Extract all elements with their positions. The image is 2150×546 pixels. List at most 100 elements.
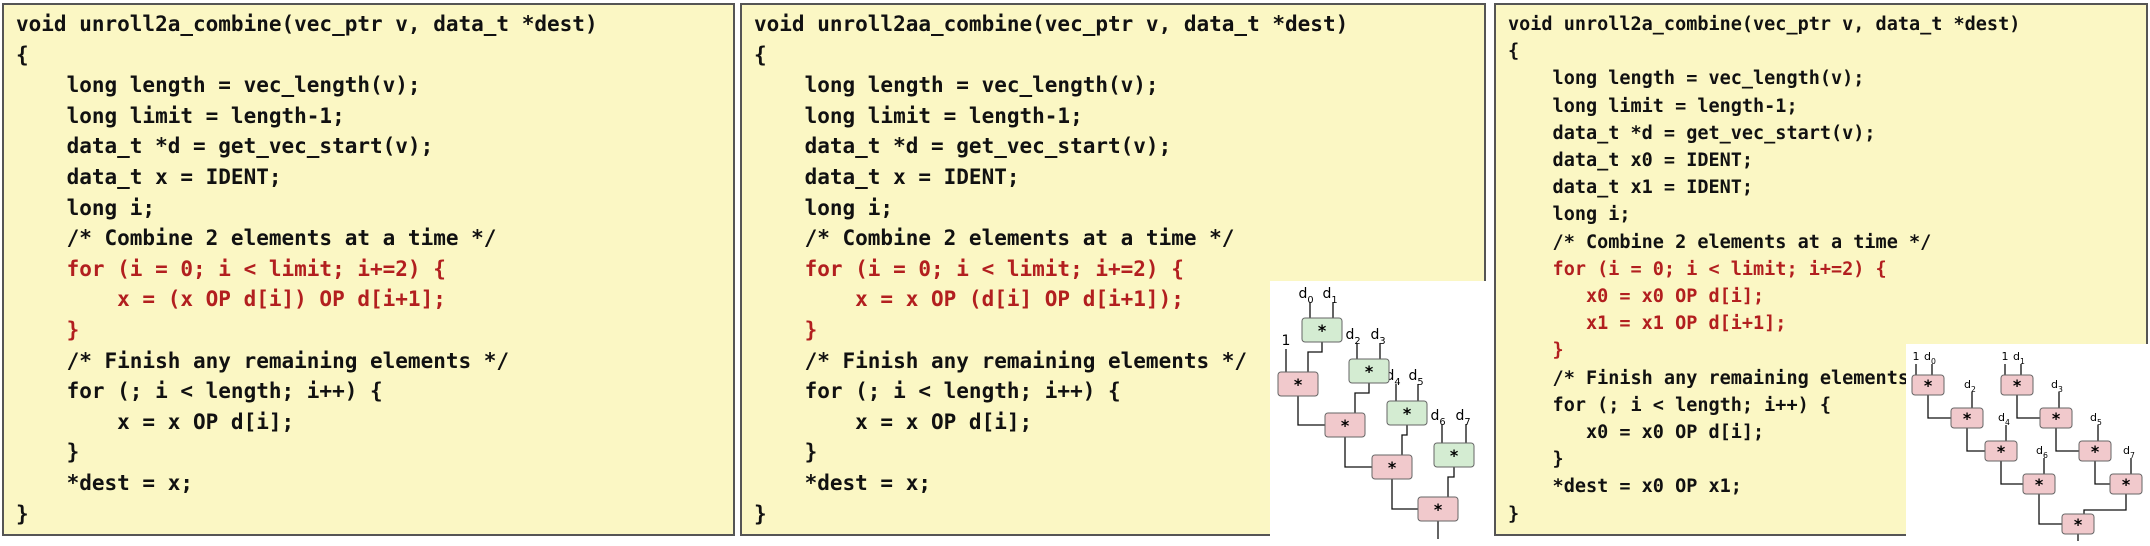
op-node — [1433, 442, 1475, 468]
input-label-name: d — [2090, 411, 2097, 424]
code-line: x = x OP (d[i] OP d[i+1]); — [754, 287, 1184, 312]
code-line: { — [16, 42, 29, 67]
input-label-subscript: 6 — [1439, 417, 1445, 428]
op-node — [1984, 440, 2018, 462]
op-node-label: * — [1341, 416, 1350, 435]
input-label-name: d — [1430, 408, 1439, 424]
input-label-name: d — [1408, 368, 1417, 384]
identity-label: 1 — [1913, 350, 1920, 363]
code-line: /* Combine 2 elements at a time */ — [1508, 231, 1932, 253]
code-block: void unroll2a_combine(vec_ptr v, data_t … — [1508, 11, 2020, 528]
code-line: /* Combine 2 elements at a time */ — [754, 226, 1235, 251]
code-line: x = (x OP d[i]) OP d[i+1]; — [16, 287, 446, 312]
code-line: data_t *d = get_vec_start(v); — [16, 134, 434, 159]
input-label: d4 — [1998, 411, 2010, 427]
input-label-subscript: 2 — [1971, 385, 1976, 394]
code-line: long limit = length-1; — [1508, 95, 1798, 117]
code-line: data_t *d = get_vec_start(v); — [754, 134, 1172, 159]
input-label: d6 — [1430, 408, 1445, 428]
input-label: d2 — [1964, 378, 1976, 394]
code-line: data_t x1 = IDENT; — [1508, 177, 1754, 199]
code-line: long length = vec_length(v); — [754, 73, 1159, 98]
op-node-label: * — [2052, 409, 2061, 428]
code-line: /* Finish any remaining elements */ — [754, 348, 1248, 373]
flow-arrow — [1447, 467, 1455, 497]
flow-arrow — [1297, 396, 1325, 426]
code-line: *dest = x; — [16, 470, 194, 495]
input-label: d2 — [1345, 327, 1360, 347]
op-node-label: * — [1403, 404, 1412, 423]
input-label-name: d — [2051, 378, 2058, 391]
input-label-subscript: 5 — [1417, 377, 1423, 388]
code-line: } — [1508, 340, 1564, 362]
flow-arrow — [1401, 425, 1408, 455]
flow-arrow — [1344, 437, 1372, 468]
code-line: { — [1508, 41, 1520, 63]
code-line: void unroll2a_combine(vec_ptr v, data_t … — [16, 12, 598, 36]
code-block: void unroll2a_combine(vec_ptr v, data_t … — [16, 9, 598, 529]
code-line: long i; — [1508, 204, 1631, 226]
op-node-label: * — [1924, 376, 1933, 395]
op-node — [1911, 374, 1945, 396]
input-label-subscript: 6 — [2043, 451, 2048, 460]
flow-arrow — [1354, 383, 1370, 413]
op-node — [2078, 440, 2112, 462]
code-line: x1 = x1 OP d[i+1]; — [1508, 313, 1787, 335]
input-label: d1 — [2013, 350, 2025, 366]
flow-arrow — [1391, 479, 1418, 510]
input-label-name: d — [2013, 350, 2020, 363]
input-label-subscript: 4 — [1394, 377, 1400, 388]
op-node-label: * — [1450, 446, 1459, 465]
input-label: d5 — [2090, 411, 2102, 427]
op-node — [1277, 371, 1319, 397]
code-line: data_t *d = get_vec_start(v); — [1508, 122, 1876, 144]
code-block: void unroll2aa_combine(vec_ptr v, data_t… — [754, 9, 1348, 529]
input-label: d4 — [1385, 368, 1400, 388]
code-line: x = x OP d[i]; — [16, 409, 295, 434]
input-label-name: d — [1370, 327, 1379, 343]
code-line: long limit = length-1; — [16, 103, 345, 128]
op-node — [2039, 407, 2073, 429]
flow-arrow — [2038, 494, 2062, 525]
code-line: *dest = x0 OP x1; — [1508, 476, 1742, 498]
op-node — [1371, 454, 1413, 480]
op-node — [2022, 473, 2056, 495]
input-label: d3 — [2051, 378, 2063, 394]
input-label-subscript: 3 — [1379, 336, 1385, 347]
input-label: d0 — [1924, 350, 1936, 366]
flow-arrow — [1307, 342, 1323, 372]
flow-arrow — [2000, 461, 2023, 485]
input-label: d3 — [1370, 327, 1385, 347]
code-line: data_t x = IDENT; — [16, 164, 282, 189]
op-node-label: * — [1997, 442, 2006, 461]
input-label-name: d — [1455, 408, 1464, 424]
input-label-name: d — [1964, 378, 1971, 391]
code-line: x0 = x0 OP d[i]; — [1508, 286, 1765, 308]
input-label: d6 — [2036, 444, 2048, 460]
input-label-subscript: 7 — [2130, 451, 2135, 460]
code-line: data_t x0 = IDENT; — [1508, 150, 1754, 172]
input-label-subscript: 7 — [1464, 417, 1470, 428]
op-node — [1386, 400, 1428, 426]
code-line: } — [754, 317, 818, 342]
op-node — [2000, 374, 2034, 396]
op-node — [1301, 317, 1343, 343]
code-line: void unroll2a_combine(vec_ptr v, data_t … — [1508, 14, 2021, 35]
input-label: d1 — [1322, 286, 1337, 306]
input-label: d0 — [1298, 286, 1313, 306]
op-node — [2061, 513, 2095, 535]
code-line: for (; i < length; i++) { — [16, 379, 383, 404]
input-label-name: d — [1385, 368, 1394, 384]
code-line: for (i = 0; i < limit; i+=2) { — [16, 256, 446, 281]
input-label-subscript: 5 — [2097, 418, 2102, 427]
op-node-label: * — [1294, 375, 1303, 394]
identity-label: 1 — [1282, 333, 1291, 349]
code-line: for (; i < length; i++) { — [754, 379, 1121, 404]
op-node-label: * — [1365, 362, 1374, 381]
flow-arrow — [1927, 395, 1951, 419]
flow-arrow — [1966, 428, 1985, 452]
